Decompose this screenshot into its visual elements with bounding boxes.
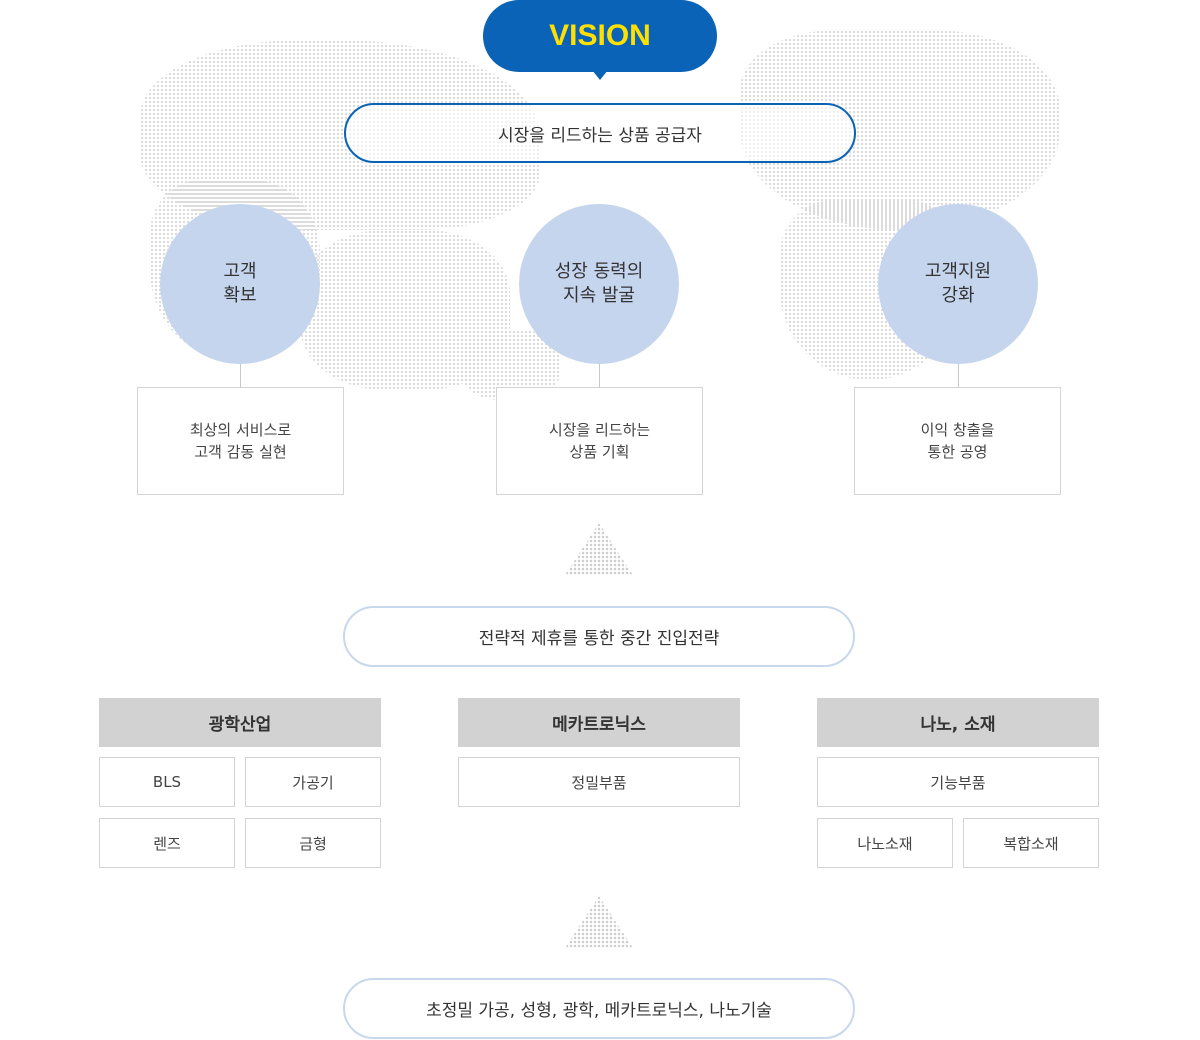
connector	[958, 364, 959, 387]
pillar-circle: 고객 확보	[160, 204, 320, 364]
group-item: 금형	[245, 818, 381, 868]
group-header: 메카트로닉스	[458, 698, 740, 747]
group-item: 렌즈	[99, 818, 235, 868]
group-item: 기능부품	[817, 757, 1099, 807]
group-item: 가공기	[245, 757, 381, 807]
group-item: BLS	[99, 757, 235, 807]
group-nano-materials: 나노, 소재 기능부품 나노소재 복합소재	[817, 698, 1099, 868]
group-mechatronics: 메카트로닉스 정밀부품	[458, 698, 740, 807]
group-optics: 광학산업 BLS 가공기 렌즈 금형	[99, 698, 381, 868]
pillar-circle: 성장 동력의 지속 발굴	[519, 204, 679, 364]
pillar-circle: 고객지원 강화	[878, 204, 1038, 364]
pillar-box: 이익 창출을 통한 공영	[854, 387, 1061, 495]
pillar-box: 최상의 서비스로 고객 감동 실현	[137, 387, 344, 495]
foundation-statement: 초정밀 가공, 성형, 광학, 메카트로닉스, 나노기술	[343, 978, 855, 1039]
pillar-3: 고객지원 강화 이익 창출을 통한 공영	[854, 204, 1061, 495]
group-item: 정밀부품	[458, 757, 740, 807]
group-item: 나노소재	[817, 818, 953, 868]
vision-badge: VISION	[483, 0, 717, 72]
triangle-arrow-icon	[565, 896, 633, 948]
pillar-2: 성장 동력의 지속 발굴 시장을 리드하는 상품 기획	[496, 204, 703, 495]
pillar-box: 시장을 리드하는 상품 기획	[496, 387, 703, 495]
triangle-arrow-icon	[565, 523, 633, 575]
pillar-1: 고객 확보 최상의 서비스로 고객 감동 실현	[137, 204, 344, 495]
vision-statement: 시장을 리드하는 상품 공급자	[344, 103, 856, 163]
group-header: 나노, 소재	[817, 698, 1099, 747]
group-item: 복합소재	[963, 818, 1099, 868]
vision-pointer	[592, 70, 608, 80]
connector	[240, 364, 241, 387]
group-header: 광학산업	[99, 698, 381, 747]
strategy-statement: 전략적 제휴를 통한 중간 진입전략	[343, 606, 855, 667]
connector	[599, 364, 600, 387]
